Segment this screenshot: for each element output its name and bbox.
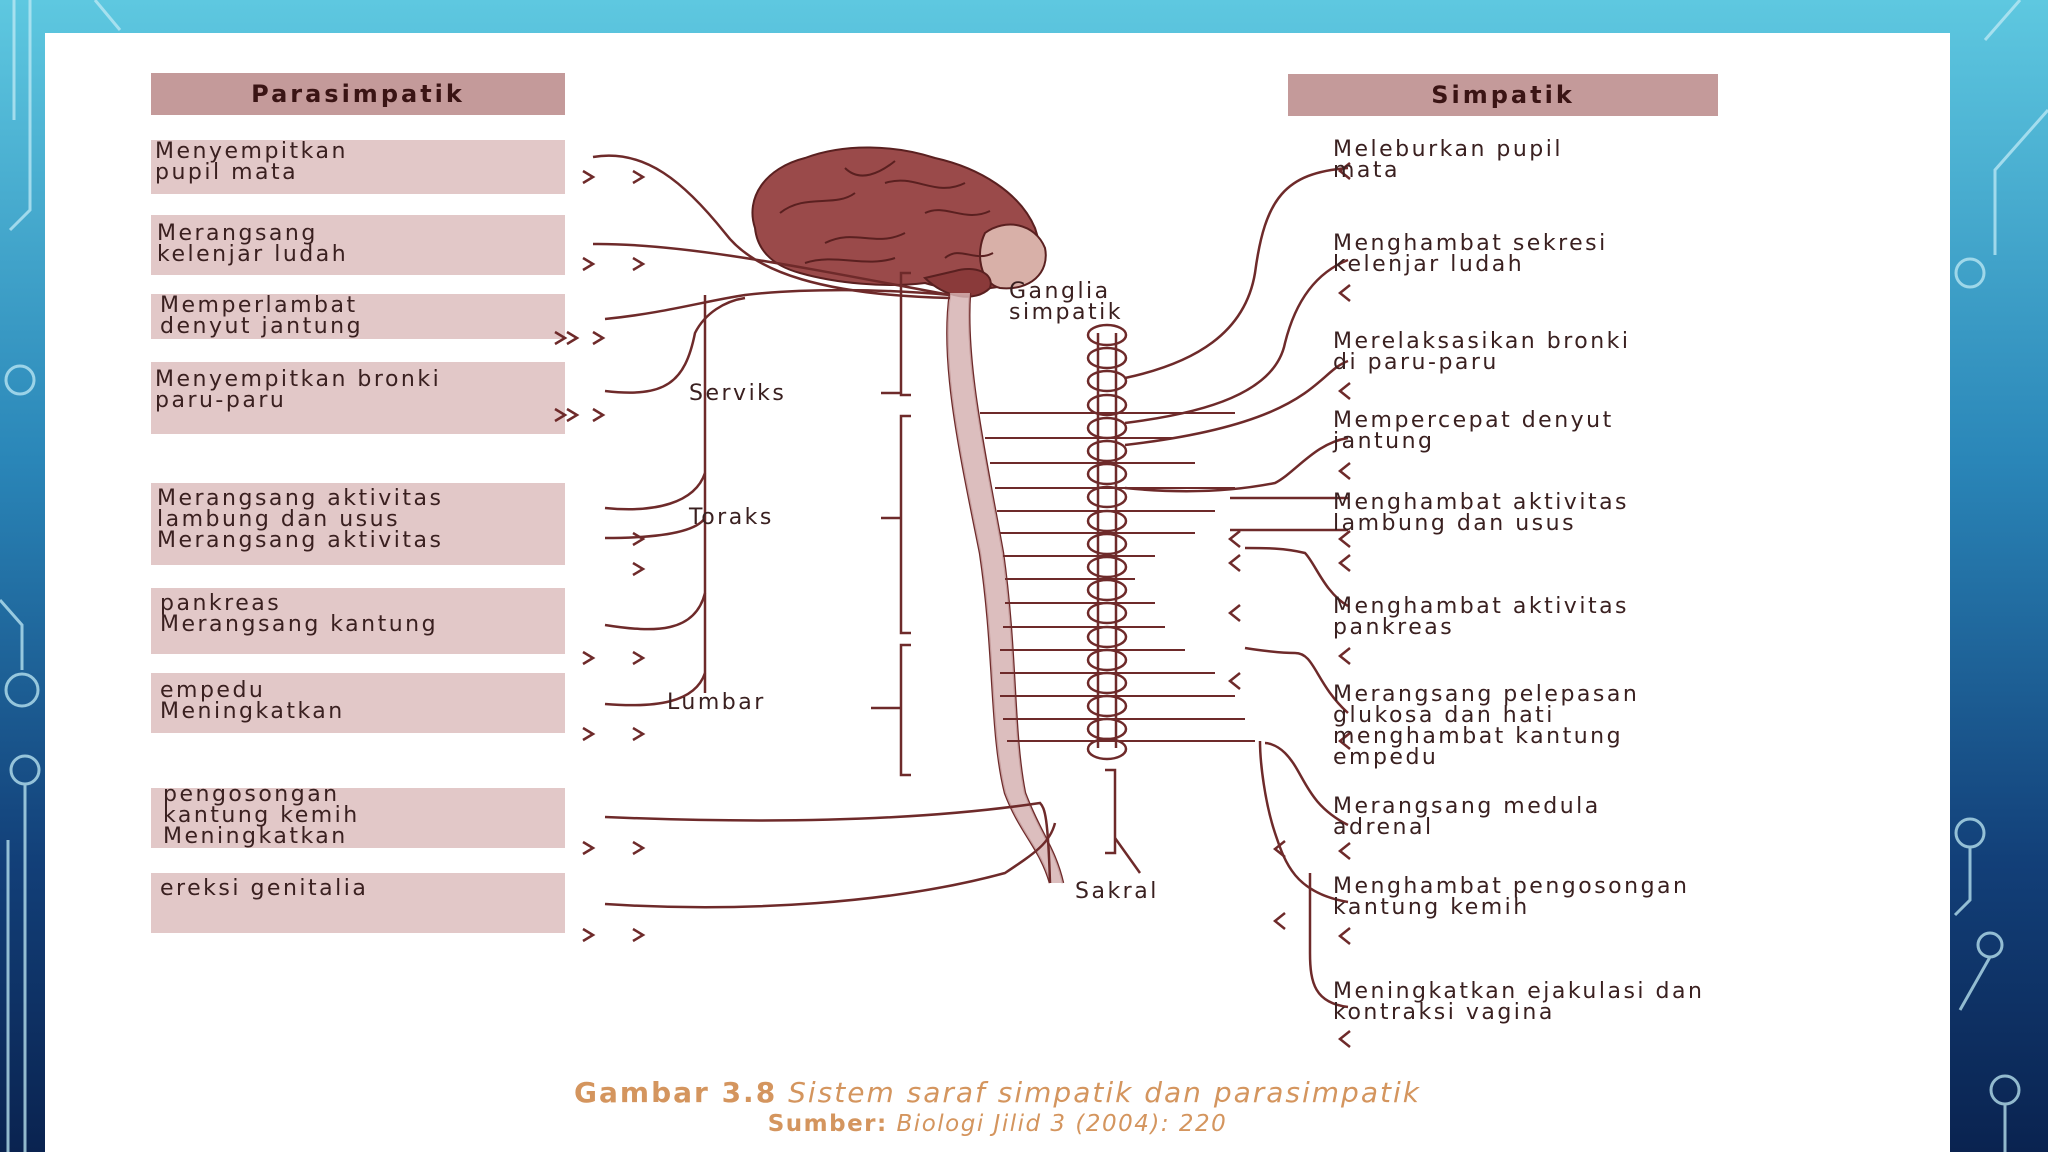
region-label-sakral: Sakral (1075, 879, 1159, 904)
symp-label-heart: Mempercepat denyut jantung (1333, 408, 1614, 454)
para-label-stomach: Merangsang aktivitas lambung dan usus Me… (157, 486, 444, 553)
sympathetic-header: Simpatik (1288, 74, 1718, 116)
symp-label-stomach: Menghambat aktivitas lambung dan usus (1333, 490, 1630, 536)
symp-label-adrenal: Merangsang medula adrenal (1333, 794, 1601, 840)
region-label-serviks: Serviks (689, 381, 787, 406)
figure-source: Sumber: Biologi Jilid 3 (2004): 220 (45, 1111, 1950, 1137)
sympathetic-nerves (1124, 166, 1349, 1009)
spinal-cord-fill (947, 293, 1063, 883)
parasympathetic-arrows (554, 169, 646, 943)
parasympathetic-nerves (592, 154, 1057, 909)
symp-label-bladder: Menghambat pengosongan kantung kemih (1333, 874, 1690, 920)
source-text: Biologi Jilid 3 (2004): 220 (896, 1111, 1228, 1137)
symp-label-bronchi: Merelaksasikan bronki di paru-paru (1333, 329, 1631, 375)
parasympathetic-boxes (151, 140, 565, 933)
para-label-saliva: Merangsang kelenjar ludah (157, 221, 349, 267)
source-label: Sumber: (767, 1111, 888, 1137)
parasympathetic-header: Parasimpatik (151, 73, 565, 115)
symp-label-pancreas: Menghambat aktivitas pankreas (1333, 594, 1630, 640)
para-label-heart: Memperlambat denyut jantung (160, 293, 364, 339)
slide: Parasimpatik Simpatik Menyempitkan pupil… (45, 33, 1950, 1152)
sympathetic-arrows (1227, 162, 1351, 1048)
symp-label-saliva: Menghambat sekresi kelenjar ludah (1333, 231, 1608, 277)
cord-chain-connections (980, 412, 1255, 742)
para-label-bronchi: Menyempitkan bronki paru-paru (155, 367, 442, 413)
brain (751, 146, 1047, 298)
para-label-genitalia: ereksi genitalia (160, 876, 369, 901)
region-label-lumbar: Lumbar (667, 690, 766, 715)
region-brackets (871, 271, 1142, 874)
para-label-bladder: pengosongan kantung kemih Meningkatkan (163, 782, 360, 849)
figure-label: Gambar 3.8 (574, 1076, 778, 1109)
nervous-system-diagram (151, 73, 1718, 1048)
para-label-pancreas: pankreas Merangsang kantung (160, 591, 439, 637)
symp-label-ejaculation: Meningkatkan ejakulasi dan kontraksi vag… (1333, 979, 1705, 1025)
sympathetic-ganglia-chain (1086, 323, 1128, 761)
para-label-pupil: Menyempitkan pupil mata (155, 139, 348, 185)
symp-label-pupil: Meleburkan pupil mata (1333, 137, 1563, 183)
figure-title: Sistem saraf simpatik dan parasimpatik (788, 1076, 1421, 1109)
region-label-toraks: Toraks (689, 505, 774, 530)
ganglia-label: Ganglia simpatik (1009, 279, 1123, 325)
figure-caption: Gambar 3.8 Sistem saraf simpatik dan par… (45, 1076, 1950, 1109)
symp-label-glucose: Merangsang pelepasan glukosa dan hati me… (1333, 682, 1640, 770)
para-label-gallbladder: empedu Meningkatkan (160, 678, 345, 724)
